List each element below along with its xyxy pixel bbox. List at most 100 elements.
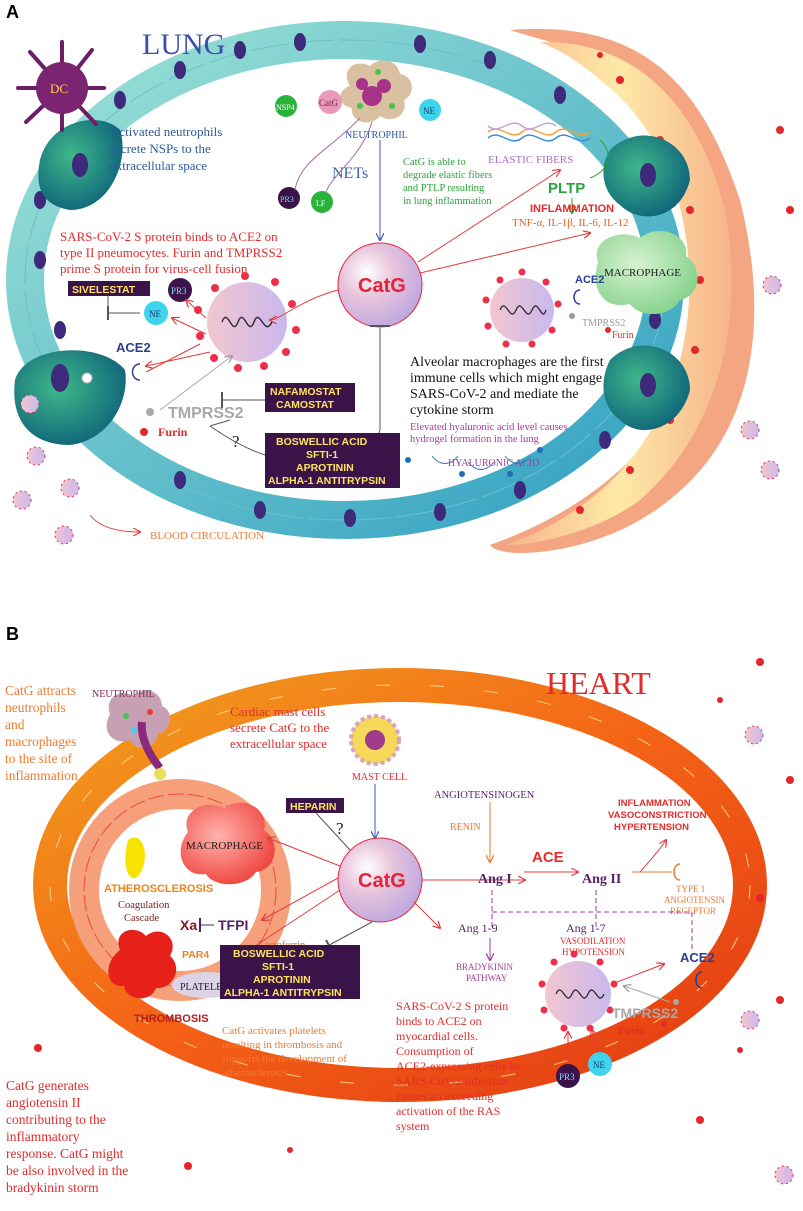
catg-platelets-3: atherosclerosis — [222, 1067, 287, 1079]
inhibitor-b-0: BOSWELLIC ACID — [233, 948, 325, 960]
macrophage-a: MACROPHAGE — [595, 231, 698, 315]
coag-0: Coagulation — [118, 900, 170, 911]
cytokines-label: TNF-α, IL-1β, IL-6, IL-12 — [512, 217, 628, 229]
lung-title: LUNG — [142, 28, 225, 61]
arrow — [172, 318, 207, 335]
atherosclerosis-label: ATHEROSCLEROSIS — [104, 883, 213, 895]
vesicle — [81, 372, 93, 384]
at1-receptor — [673, 863, 681, 881]
protease-dot — [146, 408, 154, 416]
catg-degrade-1: degrade elastic fibers — [403, 170, 492, 181]
camostat-label: CAMOSTAT — [276, 399, 335, 411]
ace2-receptor — [573, 289, 581, 305]
catg-small-bubble — [318, 90, 342, 114]
sars-b-4: ACE2-expressing cells by — [396, 1059, 521, 1073]
inhibitor-a-3: ALPHA-1 ANTITRYPSIN — [268, 475, 386, 487]
tmprss2-arrow — [159, 356, 232, 411]
fiber-link — [589, 139, 609, 179]
arrow — [186, 300, 207, 319]
inhibitor-b-3: ALPHA-1 ANTITRYPSIN — [224, 987, 342, 999]
sars-b-2: myocardial cells. — [396, 1029, 478, 1043]
catg-platelets-2: supports the development of — [222, 1053, 347, 1065]
furin-b-label: Furin — [618, 1025, 645, 1037]
nets-strand — [324, 121, 373, 196]
attract-5: inflammation — [5, 768, 78, 783]
ang19-label: Ang 1-9 — [458, 921, 498, 935]
angiotensin-1: angiotensin II — [6, 1095, 81, 1110]
pr3-label: PR3 — [280, 195, 294, 204]
renin-label: RENIN — [450, 822, 481, 833]
neutrophil-text-2: extracellular space — [110, 158, 207, 173]
catg-to-bradykinin — [413, 901, 440, 928]
hyaluronic-text-0: Elevated hyaluronic acid level causes — [410, 422, 567, 433]
hyaluronic-acid-label: HYALURONIC ACID — [448, 458, 539, 469]
inhibitors-a-box — [265, 433, 400, 488]
angiotensin-6: bradykinin storm — [6, 1180, 99, 1195]
question-b: ? — [336, 819, 344, 838]
macrophage-b: MACROPHAGE — [180, 802, 275, 885]
blood-dots-b — [34, 658, 794, 1170]
vasodilation-1: HYPOTENSION — [562, 947, 626, 957]
tmprss2-mac-label: TMPRSS2 — [582, 318, 625, 329]
inhibit-line — [209, 425, 266, 456]
catg-to-macrophage — [268, 838, 341, 867]
sars-text-0: SARS-CoV-2 S protein binds to ACE2 on — [60, 229, 278, 244]
pr3-c-label: PR3 — [559, 1072, 575, 1082]
bradykinin-1: PATHWAY — [466, 973, 508, 983]
catg-platelets-1: resulting in thrombosis and — [222, 1039, 343, 1051]
lf-bubble — [311, 191, 333, 213]
small-viruses-a — [12, 275, 782, 545]
heparin-label: HEPARIN — [290, 801, 336, 813]
furin-mac-label: Furin — [612, 330, 634, 341]
alveolar-text-1: immune cells which might engage — [410, 371, 602, 386]
tmprss2-a-label: TMPRSS2 — [168, 405, 244, 422]
angiotensin-3: inflammatory — [6, 1129, 80, 1144]
xa-label: Xa — [180, 917, 197, 933]
catg-to-tfpi — [262, 877, 339, 920]
inhibit-line — [209, 419, 231, 427]
pr3-b-bubble — [168, 278, 192, 302]
angiotensin-5: be also involved in the — [6, 1163, 128, 1178]
inhibitors-b-box — [220, 945, 360, 999]
protease-dot — [605, 327, 611, 333]
arrow — [145, 343, 201, 373]
small-viruses-b — [740, 725, 794, 1185]
mast-text-2: extracellular space — [230, 736, 327, 751]
inhibitor-b-2: APROTININ — [253, 974, 311, 986]
protease-dot — [673, 999, 679, 1005]
neutrophil-a-label: NEUTROPHIL — [345, 130, 408, 141]
nucleus — [72, 153, 88, 177]
alveolar-text-0: Alveolar macrophages are the first — [410, 355, 604, 370]
catg-degrade-3: in lung inflammation — [403, 196, 492, 207]
neutrophil-text-0: Activated neutrophils — [110, 124, 222, 139]
dendritic-cell: DC — [16, 40, 106, 132]
macrophage-a-label: MACROPHAGE — [604, 267, 681, 279]
ang17-label: Ang 1-7 — [566, 921, 606, 935]
ace2-a-receptor — [131, 363, 141, 381]
nafamostat-label: NAFAMOSTAT — [270, 386, 342, 398]
furin-a-label: Furin — [158, 425, 188, 439]
ace2-b-receptor — [695, 971, 703, 989]
platelet-label: PLATELET — [180, 982, 228, 993]
inhibitor-a-1: SFTI-1 — [306, 449, 338, 461]
par4-label: PAR4 — [182, 949, 209, 961]
hyaluronic-dots — [405, 447, 543, 477]
catg-b: CatG — [337, 837, 423, 923]
nucleus — [51, 364, 69, 392]
ne-b-bubble — [144, 301, 168, 325]
panel-a: A LUNG — [6, 2, 794, 553]
hyaluronic-text-1: hydrogel formation in the lung — [410, 434, 540, 445]
sivelestat-box — [68, 281, 150, 296]
ace2-mac-label: ACE2 — [575, 274, 604, 286]
neutrophil-text-1: secrete NSPs to the — [110, 141, 211, 156]
nets-strand — [294, 117, 361, 191]
sars-b-0: SARS-CoV-2 S protein — [396, 999, 508, 1013]
panel-b: B HEART CatG attracts neutrophils and ma… — [5, 624, 794, 1195]
sars-b-6: causes an exceeding — [396, 1089, 493, 1103]
nucleus — [640, 373, 656, 397]
nets-label: NETs — [332, 165, 368, 182]
catg-small-label: CatG — [319, 98, 338, 108]
sars-text-2: prime S protein for virus-cell fusion — [60, 261, 248, 276]
mast-cell: MAST CELL — [349, 714, 407, 783]
type2-pneumocyte — [14, 350, 126, 445]
